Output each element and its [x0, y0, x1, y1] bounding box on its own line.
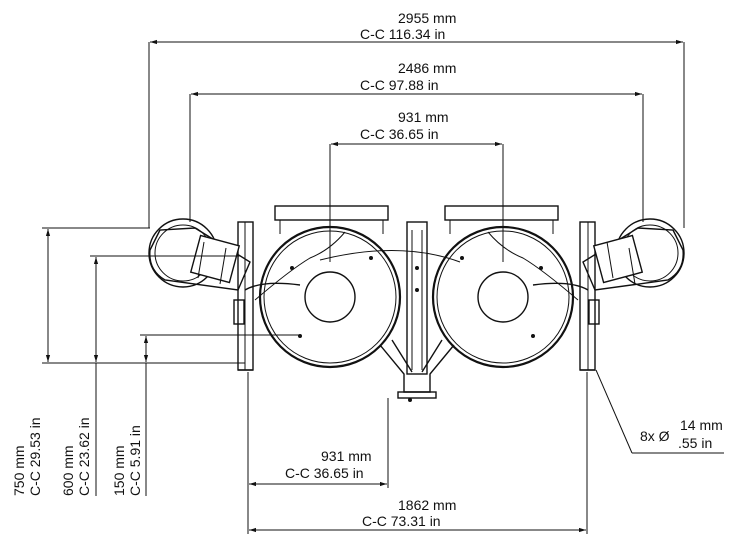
- bottom-outlet: [379, 339, 455, 402]
- holes-mm: 14 mm: [680, 417, 723, 433]
- dim-bottom-center-offset: 931 mm C-C 36.65 in: [249, 398, 389, 488]
- left-foot-frame: [233, 221, 254, 371]
- foot-spacing-in: C-C 73.31 in: [362, 513, 441, 529]
- right-fan-motor: [532, 218, 685, 291]
- foot-spacing-mm: 1862 mm: [398, 497, 456, 513]
- dim-height-750: 750 mm C-C 29.53 in: [11, 227, 245, 496]
- top-center-mm: 931 mm: [398, 109, 449, 125]
- height-600-mm: 600 mm: [60, 445, 76, 496]
- machine-outline: [148, 205, 685, 402]
- left-pipe: [254, 231, 346, 301]
- right-foot-frame: [579, 221, 600, 371]
- holes-count: 8x Ø: [640, 428, 670, 444]
- dim-foot-spacing: 1862 mm C-C 73.31 in: [247, 372, 588, 534]
- height-150-mm: 150 mm: [111, 445, 127, 496]
- holes-in: .55 in: [678, 435, 712, 451]
- inlet-spacing-in: C-C 97.88 in: [360, 77, 439, 93]
- cross-pipe: [319, 249, 461, 263]
- bottom-center-in: C-C 36.65 in: [285, 465, 364, 481]
- left-top-flange: [274, 205, 389, 234]
- inlet-spacing-mm: 2486 mm: [398, 60, 456, 76]
- center-column: [406, 221, 428, 375]
- left-fan-motor: [148, 218, 301, 291]
- height-750-mm: 750 mm: [11, 445, 27, 496]
- height-600-in: C-C 23.62 in: [76, 417, 92, 496]
- bottom-center-mm: 931 mm: [321, 448, 372, 464]
- height-150-in: C-C 5.91 in: [127, 425, 143, 496]
- overall-width-mm: 2955 mm: [398, 10, 456, 26]
- top-center-in: C-C 36.65 in: [360, 126, 439, 142]
- right-top-flange: [444, 205, 559, 234]
- right-pipe: [487, 231, 579, 301]
- overall-width-in: C-C 116.34 in: [360, 26, 445, 42]
- dim-height-150: 150 mm C-C 5.91 in: [111, 334, 300, 496]
- dim-top-center-spacing: 931 mm C-C 36.65 in: [329, 109, 504, 262]
- dim-overall-width: 2955 mm C-C 116.34 in: [148, 10, 685, 228]
- dim-inlet-spacing: 2486 mm C-C 97.88 in: [189, 60, 644, 222]
- dim-height-600: 600 mm C-C 23.62 in: [60, 255, 240, 496]
- mounting-holes-callout: 8x Ø 14 mm .55 in: [595, 369, 724, 454]
- height-750-in: C-C 29.53 in: [27, 417, 43, 496]
